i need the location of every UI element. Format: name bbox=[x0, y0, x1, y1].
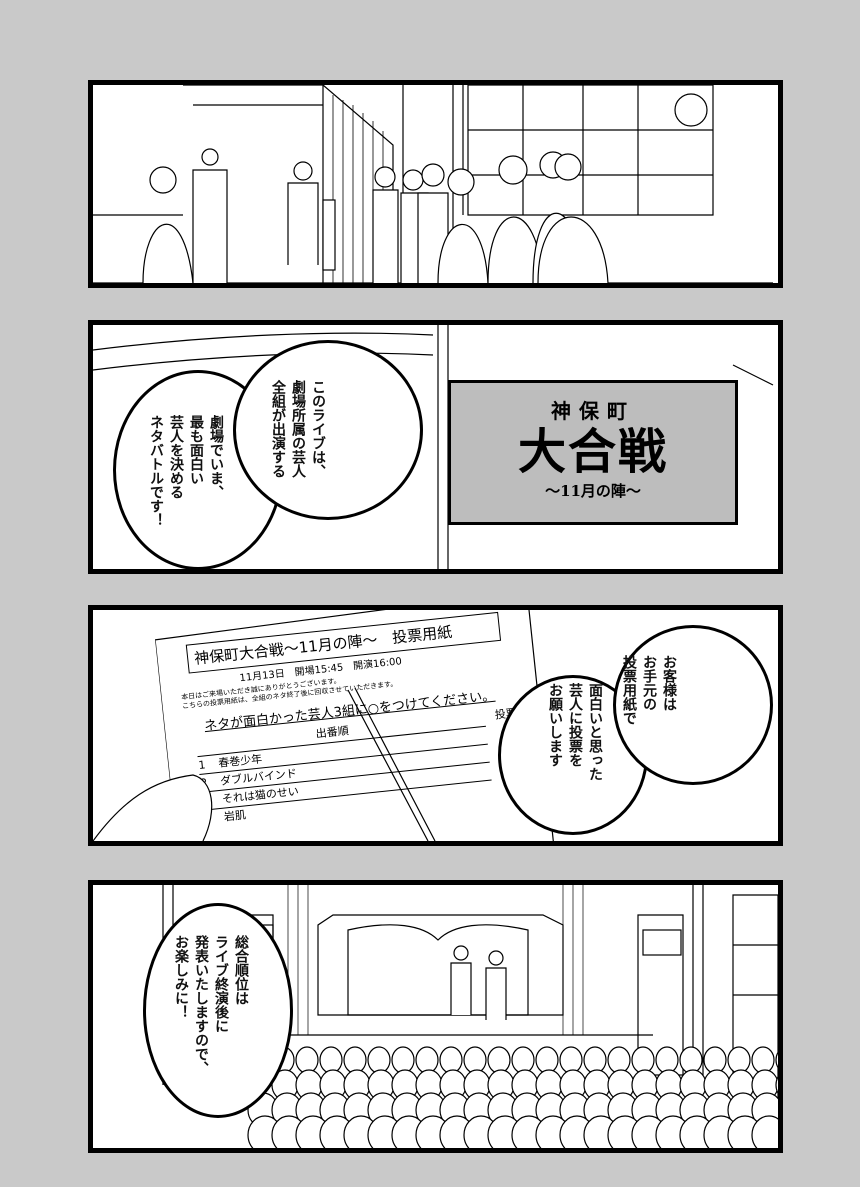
audience-head bbox=[655, 1046, 679, 1074]
audience-head bbox=[751, 1115, 778, 1148]
text-line: お願いします bbox=[547, 683, 563, 767]
audience-head bbox=[631, 1046, 655, 1074]
audience-head bbox=[295, 1046, 319, 1074]
text-line: ネタバトルです！ bbox=[148, 415, 164, 527]
text-line: 総合順位は bbox=[233, 935, 249, 1005]
audience-head bbox=[607, 1046, 631, 1074]
speech-text: お客様は お手元の 投票用紙で 面白いと思った 芸人に投票を お願いします bbox=[545, 655, 679, 781]
audience-head bbox=[367, 1046, 391, 1074]
panel-entrance-queue bbox=[88, 80, 783, 288]
audience-head bbox=[487, 1046, 511, 1074]
text-line: 投票用紙で bbox=[621, 655, 637, 725]
audience-head bbox=[775, 1051, 778, 1069]
audience-head bbox=[727, 1046, 751, 1074]
speech-text-left: 劇場でいま、 最も面白い 芸人を決める ネタバトルです！ bbox=[146, 415, 226, 527]
sign-main-text: 大合戦 bbox=[517, 424, 668, 480]
text-line: 面白いと思った bbox=[587, 683, 603, 781]
audience-head bbox=[535, 1046, 559, 1074]
audience-head bbox=[751, 1046, 775, 1074]
sign-sub-text: 〜11月の陣〜 bbox=[545, 482, 641, 500]
text-line: お楽しみに！ bbox=[173, 935, 189, 1019]
audience-head bbox=[511, 1046, 535, 1074]
audience-head bbox=[679, 1046, 703, 1074]
audience-head bbox=[391, 1046, 415, 1074]
speech-text: 総合順位は ライブ終演後に 発表いたしますので、 お楽しみに！ bbox=[171, 935, 251, 1075]
entrance-illustration bbox=[93, 85, 773, 283]
text-line: お客様は bbox=[661, 655, 677, 711]
text-line: 芸人を決める bbox=[168, 415, 184, 499]
audience-head bbox=[559, 1046, 583, 1074]
audience-head bbox=[319, 1046, 343, 1074]
speech-bubble-right bbox=[233, 340, 423, 520]
audience-head bbox=[415, 1046, 439, 1074]
panel-announcement-sign: 神保町 大合戦 〜11月の陣〜 このライブは、 劇場所属の芸人 全組が出演する … bbox=[88, 320, 783, 574]
text-line: 劇場所属の芸人 bbox=[290, 380, 306, 478]
text-line: ライブ終演後に bbox=[213, 935, 229, 1033]
text-line: 発表いたしますので、 bbox=[193, 935, 209, 1075]
panel-ballot: 神保町大合戦〜11月の陣〜 投票用紙 11月13日 開場15:45 開演16:0… bbox=[88, 605, 783, 846]
text-line: 全組が出演する bbox=[270, 380, 286, 478]
stage-illustration bbox=[162, 885, 778, 1148]
speech-bubble-right bbox=[613, 625, 773, 785]
sign-top-text: 神保町 bbox=[551, 399, 635, 423]
event-sign: 神保町 大合戦 〜11月の陣〜 bbox=[448, 380, 738, 525]
audience-head bbox=[343, 1046, 367, 1074]
text-gap bbox=[605, 655, 619, 781]
audience-head bbox=[775, 1075, 778, 1095]
hand-and-pen-illustration bbox=[93, 687, 436, 841]
text-line: 芸人に投票を bbox=[567, 683, 583, 767]
text-line: 劇場でいま、 bbox=[208, 415, 224, 499]
speech-text-right: このライブは、 劇場所属の芸人 全組が出演する bbox=[268, 380, 328, 478]
audience-head bbox=[463, 1046, 487, 1074]
audience-head bbox=[439, 1046, 463, 1074]
audience-head bbox=[583, 1046, 607, 1074]
text-line: 最も面白い bbox=[188, 415, 204, 485]
audience-head bbox=[703, 1046, 727, 1074]
text-line: お手元の bbox=[641, 655, 657, 711]
panel-stage-audience: 総合順位は ライブ終演後に 発表いたしますので、 お楽しみに！ bbox=[88, 880, 783, 1153]
speech-bubble bbox=[143, 903, 293, 1118]
text-line: このライブは、 bbox=[310, 380, 326, 478]
